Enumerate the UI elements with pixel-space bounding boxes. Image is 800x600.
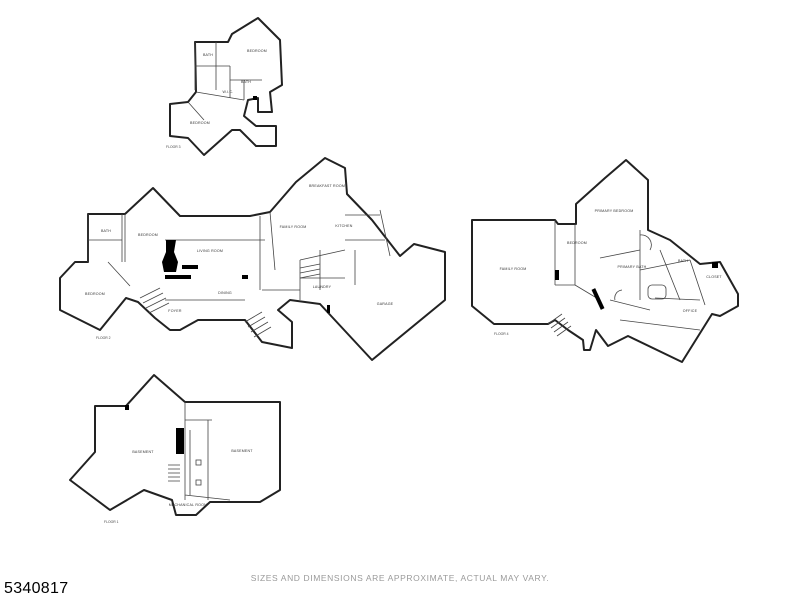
room-label: W.I.C. (223, 90, 234, 94)
floor-3-plan: BEDROOM BATH BATH W.I.C. BEDROOM FLOOR 3 (166, 17, 283, 156)
floor-label: FLOOR 3 (166, 145, 181, 149)
floor-1-plan: BASEMENT BASEMENT MECHANICAL ROOM FLOOR … (69, 374, 281, 524)
room-label: BATH (678, 259, 688, 263)
floor-2-plan: BEDROOM BATH BEDROOM LIVING ROOM DINING … (59, 157, 446, 361)
room-label: CLOSET (706, 275, 722, 279)
room-label: DINING (218, 291, 232, 295)
room-label: BEDROOM (247, 49, 267, 53)
room-label: FAMILY ROOM (280, 225, 307, 229)
room-label: BATH (101, 229, 111, 233)
disclaimer-text: SIZES AND DIMENSIONS ARE APPROXIMATE, AC… (250, 573, 550, 583)
listing-id: 5340817 (4, 580, 69, 597)
room-label: PRIMARY BEDROOM (595, 209, 634, 213)
floor-4-plan: FAMILY ROOM BEDROOM PRIMARY BEDROOM PRIM… (471, 159, 739, 363)
room-label: BEDROOM (85, 292, 105, 296)
room-label: KITCHEN (335, 224, 352, 228)
room-label: LIVING ROOM (197, 249, 223, 253)
room-label: BEDROOM (567, 241, 587, 245)
room-label: BEDROOM (138, 233, 158, 237)
room-label: OFFICE (683, 309, 698, 313)
room-label: BREAKFAST ROOM (309, 184, 345, 188)
room-label: PRIMARY BATH (618, 265, 647, 269)
room-label: BASEMENT (231, 449, 253, 453)
room-label: GARAGE (377, 302, 394, 306)
room-label: BASEMENT (132, 450, 154, 454)
room-label: MECHANICAL ROOM (169, 503, 208, 507)
floor-label: FLOOR 1 (104, 520, 119, 524)
room-label: BATH (203, 53, 213, 57)
room-label: FAMILY ROOM (500, 267, 527, 271)
room-label: FOYER (168, 309, 182, 313)
room-label: BEDROOM (190, 121, 210, 125)
floor-label: FLOOR 2 (96, 336, 111, 340)
room-label: BATH (241, 80, 251, 84)
floor-label: FLOOR 4 (494, 332, 509, 336)
room-label: LAUNDRY (313, 285, 332, 289)
